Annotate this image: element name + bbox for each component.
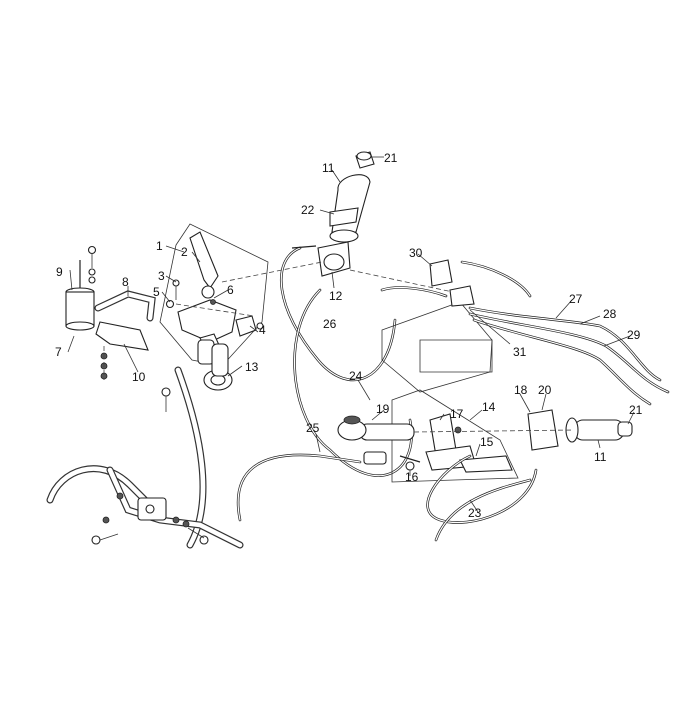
callout-13: 13 <box>245 360 259 374</box>
callout-24: 24 <box>349 369 363 383</box>
callout-16: 16 <box>405 470 419 484</box>
callout-29: 29 <box>627 328 641 342</box>
callout-5: 5 <box>153 285 160 299</box>
callout-4: 4 <box>259 323 266 337</box>
callout-11-right: 11 <box>594 450 607 464</box>
callout-31: 31 <box>513 345 527 359</box>
callout-12: 12 <box>329 289 343 303</box>
callout-14: 14 <box>482 400 496 414</box>
callout-11-top: 11 <box>322 161 335 175</box>
callout-25: 25 <box>306 421 320 435</box>
callout-8: 8 <box>122 275 129 289</box>
callout-20: 20 <box>538 383 552 397</box>
switch-box-assembly <box>380 259 670 406</box>
callout-21-top: 21 <box>384 151 398 165</box>
callout-19: 19 <box>376 402 390 416</box>
callout-18: 18 <box>514 383 528 397</box>
callout-labels: 1 2 3 4 5 6 7 8 9 10 11 11 12 13 14 15 1… <box>55 151 643 520</box>
callout-30: 30 <box>409 246 423 260</box>
master-cylinder-assembly <box>46 223 269 549</box>
throttle-grip-assembly <box>221 151 463 522</box>
callout-21-right: 21 <box>629 403 643 417</box>
callout-9: 9 <box>56 265 63 279</box>
callout-7: 7 <box>55 345 62 359</box>
callout-3: 3 <box>158 269 165 283</box>
callout-17: 17 <box>450 407 464 421</box>
clutch-lever-assembly <box>337 389 633 542</box>
callout-22: 22 <box>301 203 315 217</box>
callout-27: 27 <box>569 292 583 306</box>
callout-15: 15 <box>480 435 494 449</box>
callout-2: 2 <box>181 245 188 259</box>
callout-26: 26 <box>323 317 337 331</box>
callout-28: 28 <box>603 307 617 321</box>
callout-1: 1 <box>156 239 163 253</box>
callout-23: 23 <box>468 506 482 520</box>
callout-6: 6 <box>227 283 234 297</box>
leader-lines <box>67 156 635 513</box>
callout-10: 10 <box>132 370 146 384</box>
